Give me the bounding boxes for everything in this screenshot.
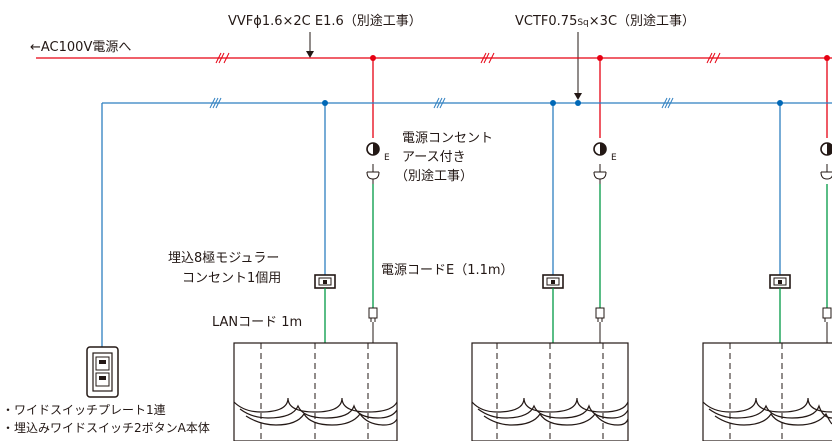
outlet-symbol-1: E xyxy=(366,142,390,163)
vvf-leader-arrow xyxy=(306,51,314,58)
modular-label-line1: 埋込8極モジュラー xyxy=(168,250,279,266)
outlet-half-fill-icon xyxy=(827,143,832,155)
power-junction-3 xyxy=(824,55,830,61)
signal-junction-2 xyxy=(550,100,556,106)
plug-icon-3 xyxy=(820,164,832,180)
cord-connector-1 xyxy=(368,307,378,322)
shade-unit-3 xyxy=(702,342,832,442)
modular-jack-3 xyxy=(769,274,791,289)
modular-jack-2 xyxy=(542,274,564,289)
outlet-label-line1: 電源コンセント xyxy=(402,131,493,146)
lan-cord-label: LANコード 1m xyxy=(212,315,302,330)
vctf-cable-label-tail: ×3C（別途工事） xyxy=(589,13,695,29)
earth-mark: E xyxy=(384,153,390,163)
ac-source-label: ←AC100V電源へ xyxy=(30,40,131,55)
switch-note-line2: ・埋込みワイドスイッチ2ボタンA本体 xyxy=(2,421,210,435)
vctf-cable-label-sq: Sq xyxy=(577,18,588,28)
power-bus-slash-marks xyxy=(215,52,721,64)
plug-icon-1 xyxy=(366,164,380,184)
switch-note-line1: ・ワイドスイッチプレート1連 xyxy=(2,403,166,417)
shade-unit-1 xyxy=(233,342,398,442)
vctf-leader-arrow xyxy=(574,93,582,100)
cord-connector-3 xyxy=(822,307,832,322)
signal-junction-4 xyxy=(575,100,581,106)
plug-icon-2 xyxy=(593,164,607,184)
power-cord-label: 電源コードE（1.1m） xyxy=(381,263,514,278)
signal-junction-1 xyxy=(322,100,328,106)
modular-label-line2: コンセント1個用 xyxy=(182,271,281,286)
vvf-cable-label: VVFϕ1.6×2C E1.6（別途工事） xyxy=(228,13,422,29)
power-junction-1 xyxy=(370,55,376,61)
outlet-symbol-2: E xyxy=(593,142,617,163)
cord-connector-2 xyxy=(595,307,605,322)
switch-indicator-upper xyxy=(99,360,106,364)
signal-junction-3 xyxy=(777,100,783,106)
vctf-cable-label: VCTF0.75Sq×3C（別途工事） xyxy=(515,13,695,29)
wall-switch xyxy=(86,346,119,398)
vctf-cable-label-main: VCTF0.75 xyxy=(515,14,577,29)
outlet-symbol-3 xyxy=(820,142,832,156)
signal-bus-slash-marks xyxy=(209,97,674,109)
outlet-label-line3: （別途工事） xyxy=(395,168,473,184)
outlet-half-fill-icon xyxy=(600,143,606,155)
outlet-half-fill-icon xyxy=(373,143,379,155)
power-junction-2 xyxy=(597,55,603,61)
switch-indicator-lower xyxy=(99,376,106,380)
earth-mark: E xyxy=(611,153,617,163)
outlet-label-line2: アース付き xyxy=(402,150,466,165)
shade-unit-2 xyxy=(471,342,629,442)
modular-jack-1 xyxy=(314,274,336,289)
